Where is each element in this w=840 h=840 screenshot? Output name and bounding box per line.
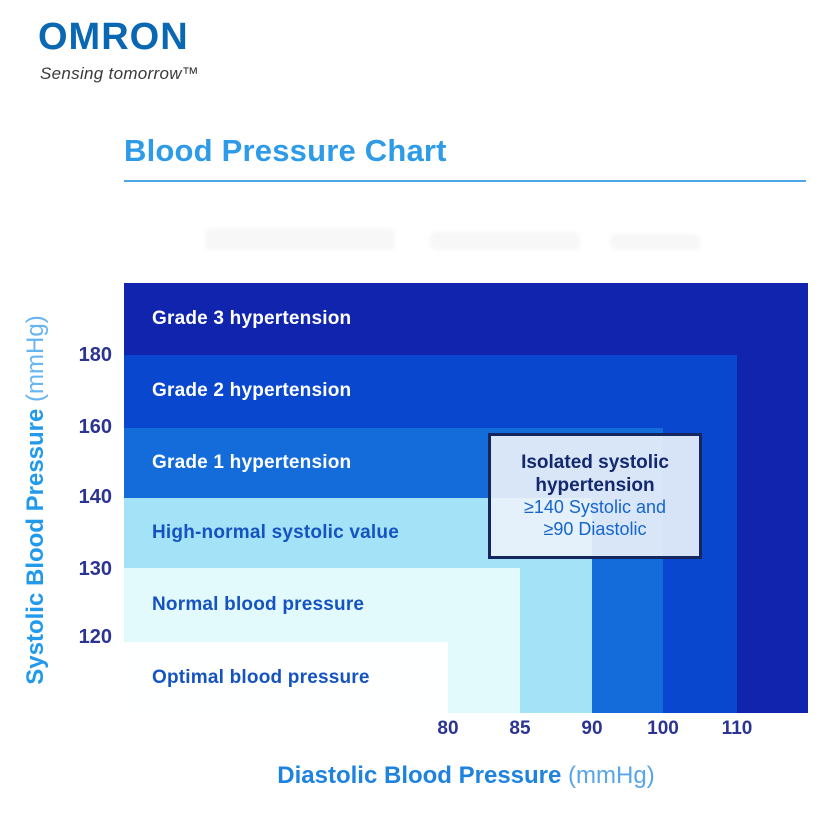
faint-watermark — [610, 234, 700, 250]
y-tick-140: 140 — [78, 486, 112, 508]
label-grade2-hypertension: Grade 2 hypertension — [152, 380, 352, 401]
y-tick-130: 130 — [78, 558, 112, 580]
x-tick-110: 110 — [721, 718, 753, 739]
y-tick-120: 120 — [78, 626, 112, 648]
label-grade3-hypertension: Grade 3 hypertension — [152, 308, 352, 329]
label-high-normal-systolic: High-normal systolic value — [152, 522, 399, 543]
callout-line1: ≥140 Systolic and — [524, 497, 666, 518]
faint-watermark — [430, 232, 580, 250]
y-axis-title: Systolic Blood Pressure (mmHg) — [22, 275, 50, 725]
label-optimal-blood-pressure: Optimal blood pressure — [152, 667, 370, 688]
x-tick-90: 90 — [581, 718, 603, 739]
band-optimal-blood-pressure — [124, 642, 448, 713]
y-axis-title-unit: (mmHg) — [22, 315, 49, 409]
x-tick-80: 80 — [437, 718, 459, 739]
callout-line2: ≥90 Diastolic — [543, 519, 647, 540]
title-underline — [124, 180, 806, 182]
x-axis-title: Diastolic Blood Pressure (mmHg) — [124, 762, 808, 790]
y-axis-title-main: Systolic Blood Pressure — [22, 408, 49, 685]
page-title: Blood Pressure Chart — [124, 133, 447, 168]
blood-pressure-chart: Grade 3 hypertension Grade 2 hypertensio… — [124, 283, 808, 713]
omron-logo: OMRON — [38, 16, 189, 58]
faint-watermark — [205, 228, 395, 250]
callout-heading: Isolated systolic hypertension — [521, 451, 669, 497]
x-tick-100: 100 — [647, 718, 679, 739]
x-axis-title-main: Diastolic Blood Pressure — [277, 762, 562, 789]
y-tick-180: 180 — [78, 344, 112, 366]
label-grade1-hypertension: Grade 1 hypertension — [152, 452, 352, 473]
label-normal-blood-pressure: Normal blood pressure — [152, 594, 365, 615]
isolated-systolic-hypertension-callout: Isolated systolic hypertension ≥140 Syst… — [488, 433, 702, 559]
x-tick-85: 85 — [509, 718, 531, 739]
x-axis-title-unit: (mmHg) — [561, 762, 655, 789]
brand-tagline: Sensing tomorrow™ — [40, 64, 200, 83]
y-tick-160: 160 — [78, 416, 112, 438]
